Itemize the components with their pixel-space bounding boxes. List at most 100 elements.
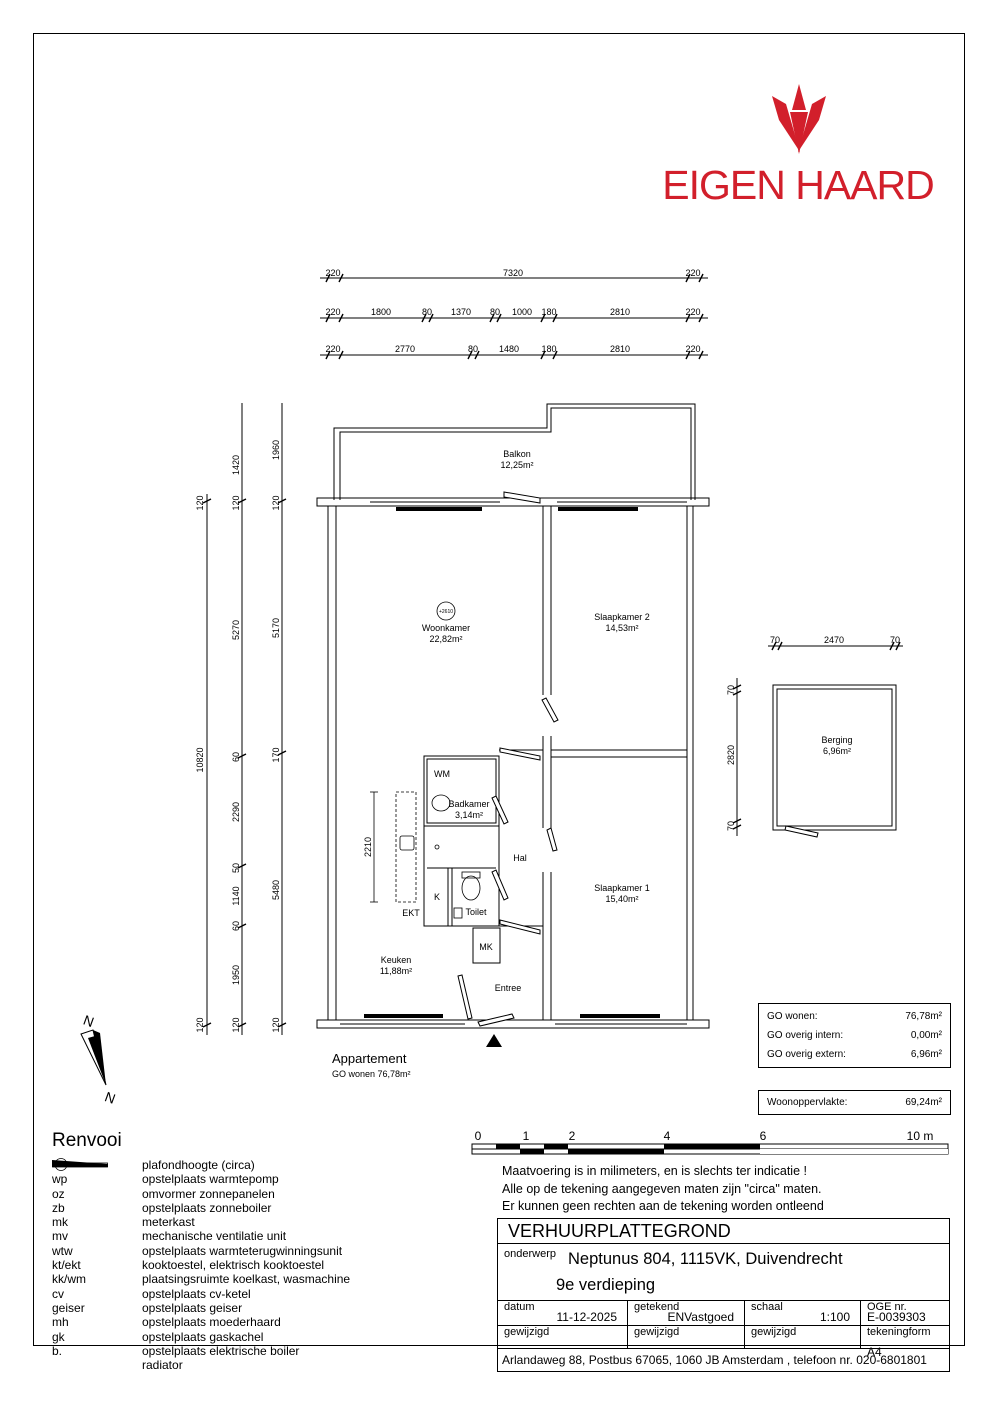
dim: 2470 [824,635,844,645]
area-row: GO overig intern:0,00m² [767,1030,942,1041]
dim: 220 [325,268,340,278]
dim: 50 [231,863,241,873]
room-name: Balkon [503,449,531,459]
scale-value: 1:100 [819,1310,850,1324]
plan-caption-title: Appartement [332,1051,407,1066]
legend-item: b. opstelplaats elektrische boiler [52,1344,350,1358]
legend-code: mk [52,1215,68,1230]
legend-desc: radiator [142,1358,183,1373]
room-name: Keuken [381,955,412,965]
room-name: Entree [495,983,522,993]
note-line: Er kunnen geen rechten aan de tekening w… [502,1199,824,1213]
room-name: Slaapkamer 1 [594,883,650,893]
legend-code: mv [52,1229,68,1244]
room-area: 15,40m² [605,894,638,904]
subject: onderwerp Neptunus 804, 1115VK, Duivendr… [498,1244,949,1301]
legend-desc: mechanische ventilatie unit [142,1229,287,1244]
address: Neptunus 804, 1115VK, Duivendrecht [568,1250,843,1268]
legend-desc: plaatsingsruimte koelkast, wasmachine [142,1272,351,1287]
legend-desc: opstelplaats geiser [142,1300,243,1315]
dim: 10820 [195,747,205,772]
legend-desc: plafondhoogte (circa) [142,1158,255,1172]
room-area: 22,82m² [429,634,462,644]
dim: 120 [271,495,281,510]
dim: 60 [231,921,241,931]
room-name: Woonkamer [422,623,470,633]
dim: 80 [468,344,478,354]
legend-item: radiator [52,1160,350,1373]
area-row: GO overig extern:6,96m² [767,1049,942,1060]
legend-desc: kooktoestel, elektrisch kooktoestel [142,1258,325,1273]
dim: 120 [195,1017,205,1032]
legend-code: wp [52,1172,68,1187]
dim: 2810 [610,307,630,317]
scale-label: 6 [760,1129,767,1143]
legend-code [52,1160,142,1372]
legend-code: b. [52,1343,63,1358]
dim: 70 [770,635,780,645]
fixture-label: K [434,892,440,902]
legend-item: mv mechanische ventilatie unit [52,1229,350,1243]
ceiling-height-badge: +2610 [436,601,456,621]
drawn-by: ENVastgoed [667,1310,735,1324]
title-block: VERHUURPLATTEGROND onderwerp Neptunus 80… [497,1218,950,1372]
scale-label: 10 m [907,1129,934,1143]
dim: 5270 [231,620,241,640]
legend-desc: opstelplaats zonneboiler [142,1200,272,1215]
dim: 1140 [231,886,241,905]
logo-text: EIGEN HAARD [662,162,934,208]
legend-desc: omvormer zonnepanelen [142,1186,275,1201]
room-area: 12,25m² [500,460,533,470]
legend-desc: opstelplaats gaskachel [142,1329,264,1344]
dim: 1950 [231,965,241,985]
legend-item: wp opstelplaats warmtepomp [52,1172,350,1186]
scale-label: 2 [569,1129,576,1143]
dim: 220 [685,307,700,317]
dim: 70 [890,635,900,645]
legend-code: oz [52,1186,65,1201]
dim: 220 [685,268,700,278]
legend-code: gk [52,1329,65,1344]
dim: 120 [271,1017,281,1032]
room-area: 3,14m² [455,810,483,820]
room-name: Slaapkamer 2 [594,612,650,622]
page-frame [33,33,965,1346]
legend-desc: opstelplaats cv-ketel [142,1286,251,1301]
room-name: Berging [821,735,852,745]
dim: 80 [422,307,432,317]
date-value: 11-12-2025 [556,1310,618,1324]
dim: 1000 [512,307,532,317]
legend-desc: opstelplaats warmtepomp [142,1172,279,1187]
dim: 80 [490,307,500,317]
dim: 120 [195,495,205,510]
legend-code: cv [52,1286,64,1301]
room-area: 6,96m² [823,746,851,756]
format-value: A4 [867,1345,882,1359]
scale-label: 1 [523,1129,530,1143]
plan-caption-sub: GO wonen 76,78m² [332,1069,411,1079]
dim: 2210 [363,837,373,857]
legend-item: oz omvormer zonnepanelen [52,1187,350,1201]
dim: 1370 [451,307,471,317]
room-name: Hal [513,853,527,863]
svg-text:N: N [81,1012,96,1030]
legend: ±2540plafondhoogte (circa)wpopstelplaats… [52,1158,350,1372]
note-line: Alle op de tekening aangegeven maten zij… [502,1181,822,1196]
radiator-icon [52,1160,108,1168]
scale-bar: 0 1 2 4 6 10 m [471,1129,949,1155]
dim: 5480 [271,880,281,900]
area-row: GO wonen:76,78m² [767,1011,942,1022]
legend-desc: opstelplaats elektrische boiler [142,1343,300,1358]
legend-title: Renvooi [52,1130,122,1151]
dim: 1480 [499,344,519,354]
legend-item: cv opstelplaats cv-ketel [52,1287,350,1301]
dim: 2290 [231,802,241,822]
room-name: Badkamer [448,799,489,809]
